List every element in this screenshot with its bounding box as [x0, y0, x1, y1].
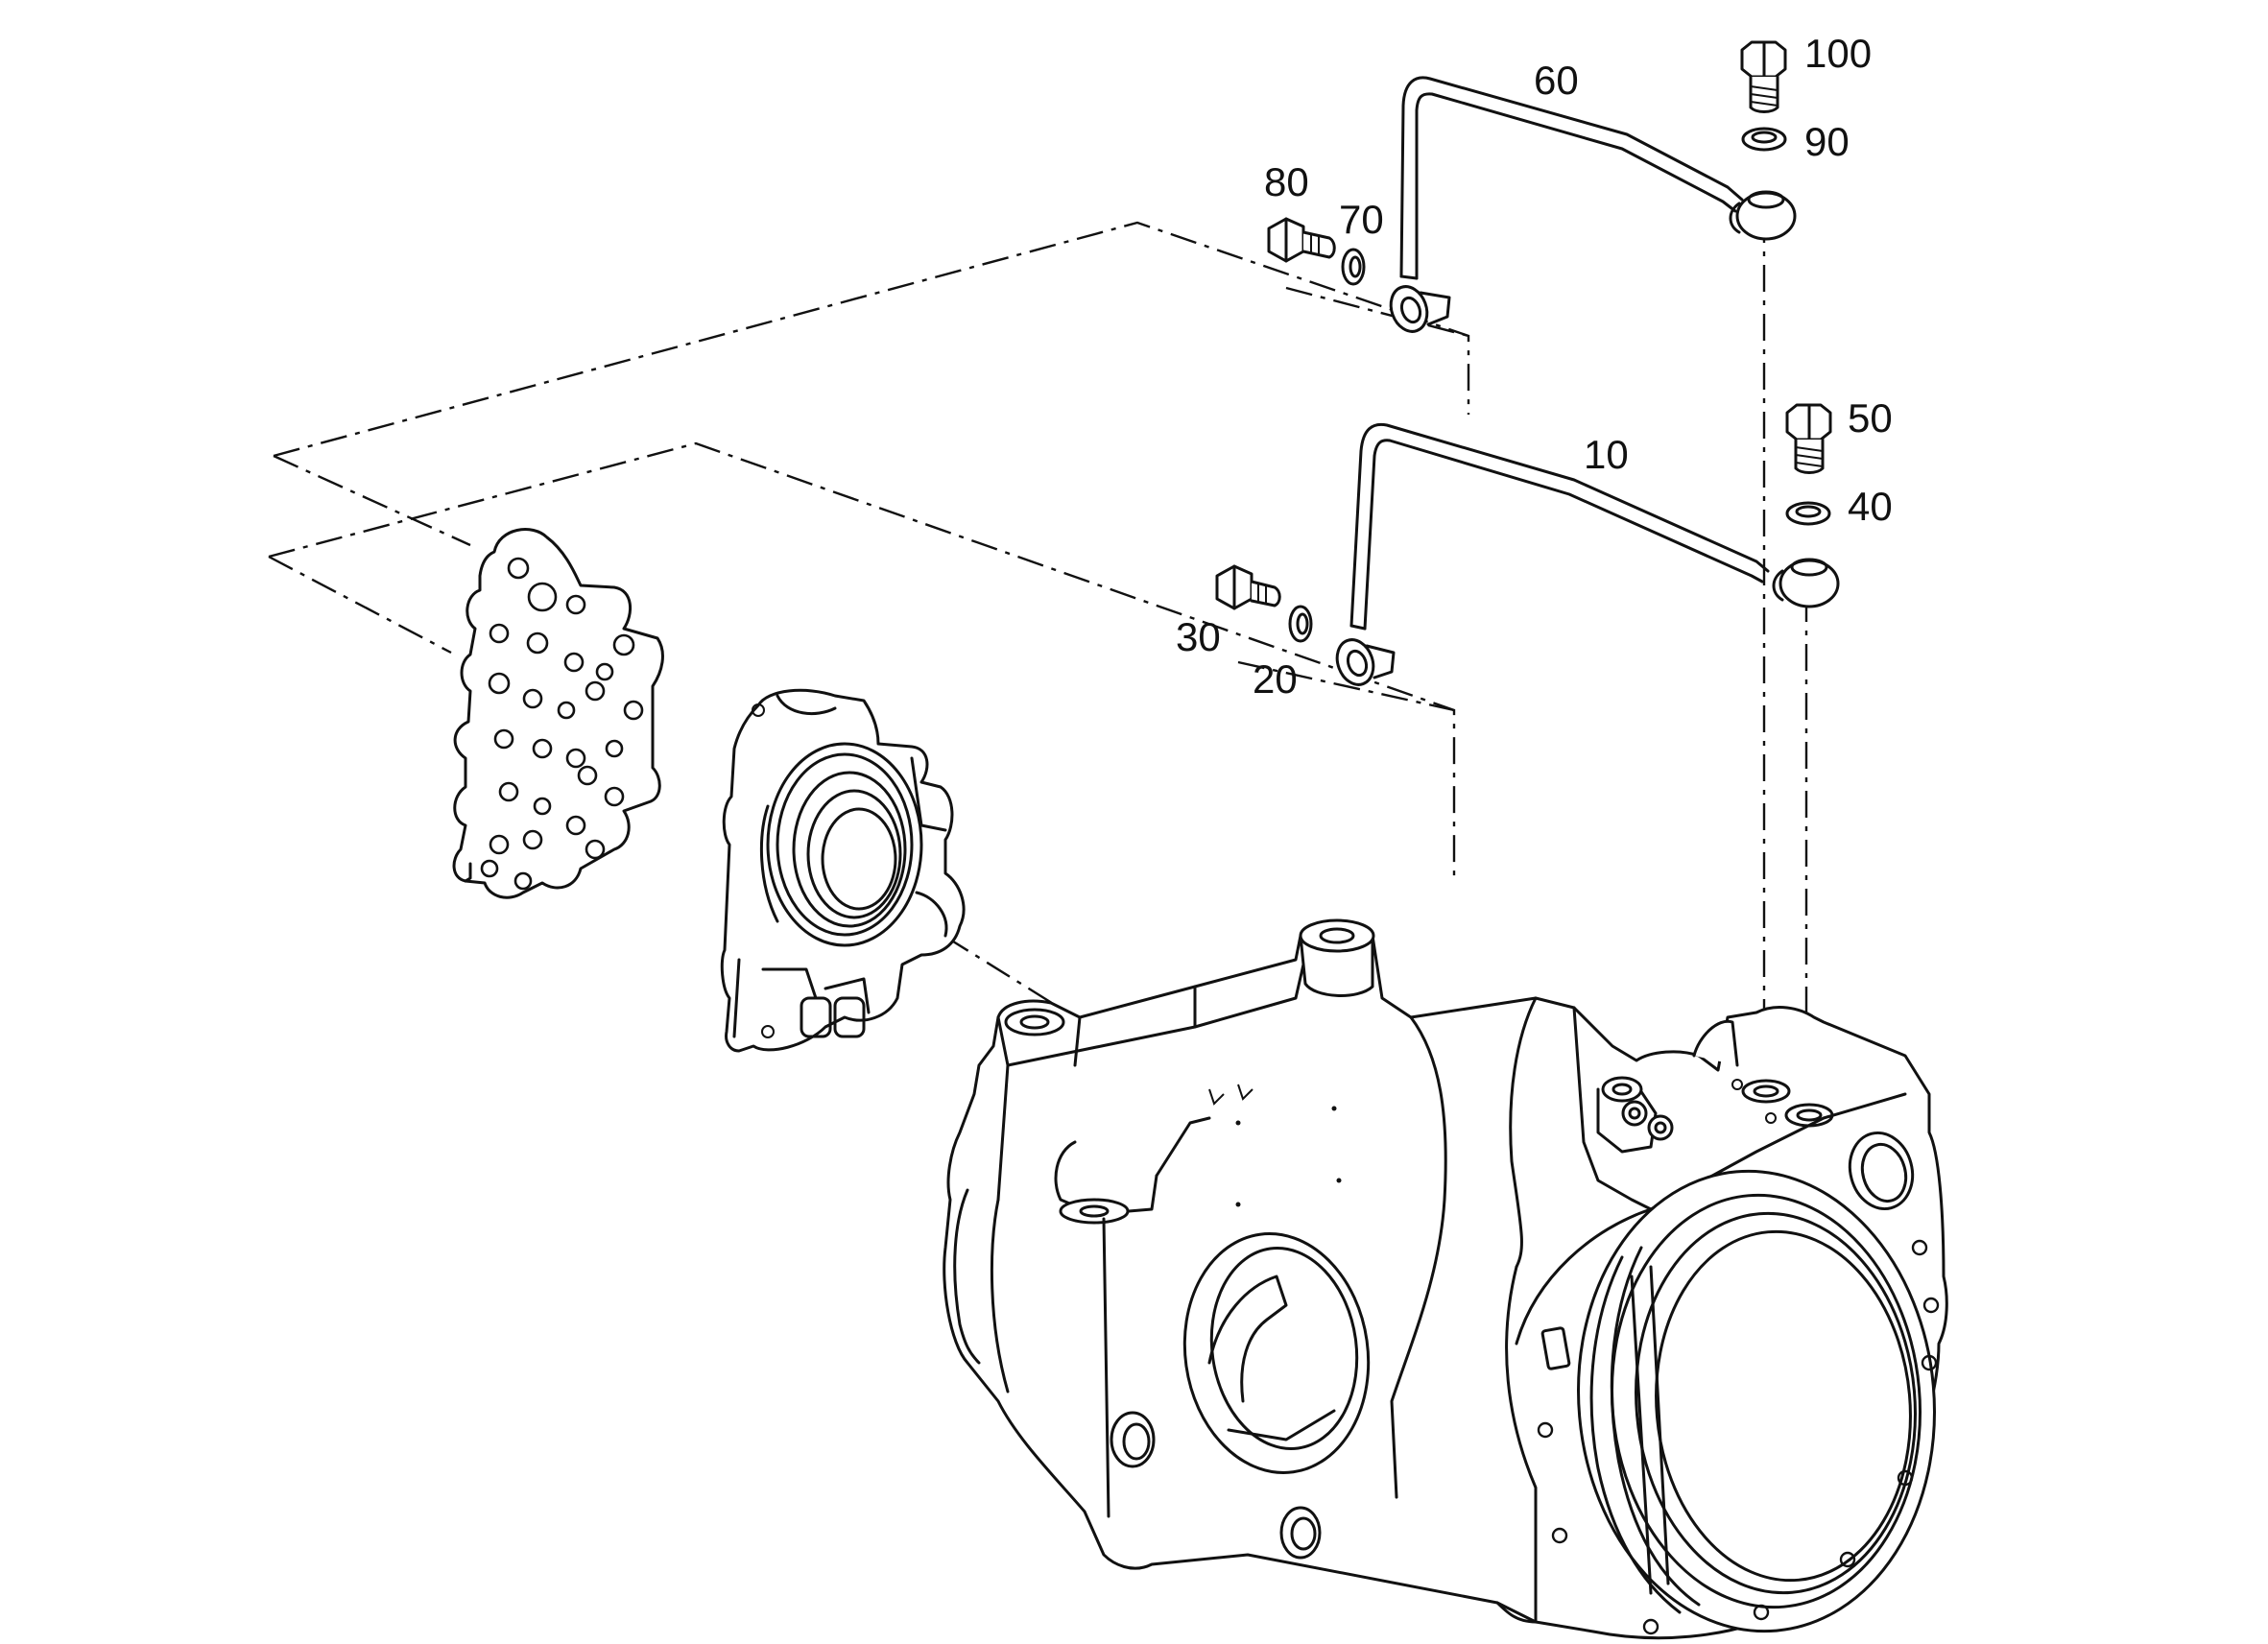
screw-plug-80 [1267, 217, 1336, 263]
screw-plug-30 [1215, 564, 1281, 610]
banjo-bolt-100 [1740, 40, 1787, 113]
guide-line-banjo-10 [1237, 660, 1455, 712]
intermediate-plate [452, 528, 664, 899]
callout-80: 80 [1264, 159, 1309, 204]
valve-body [720, 688, 966, 1053]
port-upper [1741, 1079, 1791, 1104]
gearbox-housing [943, 918, 1948, 1640]
callout-40: 40 [1848, 484, 1893, 529]
banjo-fitting-upper-10 [1779, 559, 1840, 608]
banjo-bolt-50 [1785, 403, 1832, 474]
pipe-10 [1335, 422, 1840, 686]
guide-line-plate-left-b [268, 555, 452, 655]
callout-90: 90 [1804, 119, 1850, 164]
callout-60: 60 [1534, 58, 1579, 103]
guide-line-plate-lower [268, 441, 1456, 883]
banjo-fitting-lower-10 [1335, 638, 1375, 686]
guide-line-banjo-60 [1285, 286, 1469, 338]
guide-line-plate-left-a [273, 454, 471, 547]
callout-100: 100 [1804, 31, 1872, 76]
pipe-60 [1389, 76, 1797, 333]
guide-line-plate-upper [273, 221, 1470, 458]
sealing-ring-90 [1741, 127, 1787, 152]
sealing-ring-20 [1288, 605, 1313, 643]
callout-50: 50 [1848, 395, 1893, 441]
sealing-ring-40 [1785, 501, 1831, 526]
sealing-ring-70 [1341, 248, 1366, 286]
callout-labels: 60 100 90 80 70 50 10 40 30 20 [1176, 31, 1893, 702]
callout-70: 70 [1339, 197, 1384, 242]
callout-10: 10 [1584, 432, 1629, 477]
banjo-fitting-upper-60 [1735, 191, 1797, 241]
callout-20: 20 [1253, 656, 1298, 702]
port-lower [1784, 1103, 1834, 1128]
callout-30: 30 [1176, 614, 1221, 659]
left-bore [1182, 1232, 1371, 1474]
banjo-fitting-lower-60 [1389, 285, 1429, 333]
